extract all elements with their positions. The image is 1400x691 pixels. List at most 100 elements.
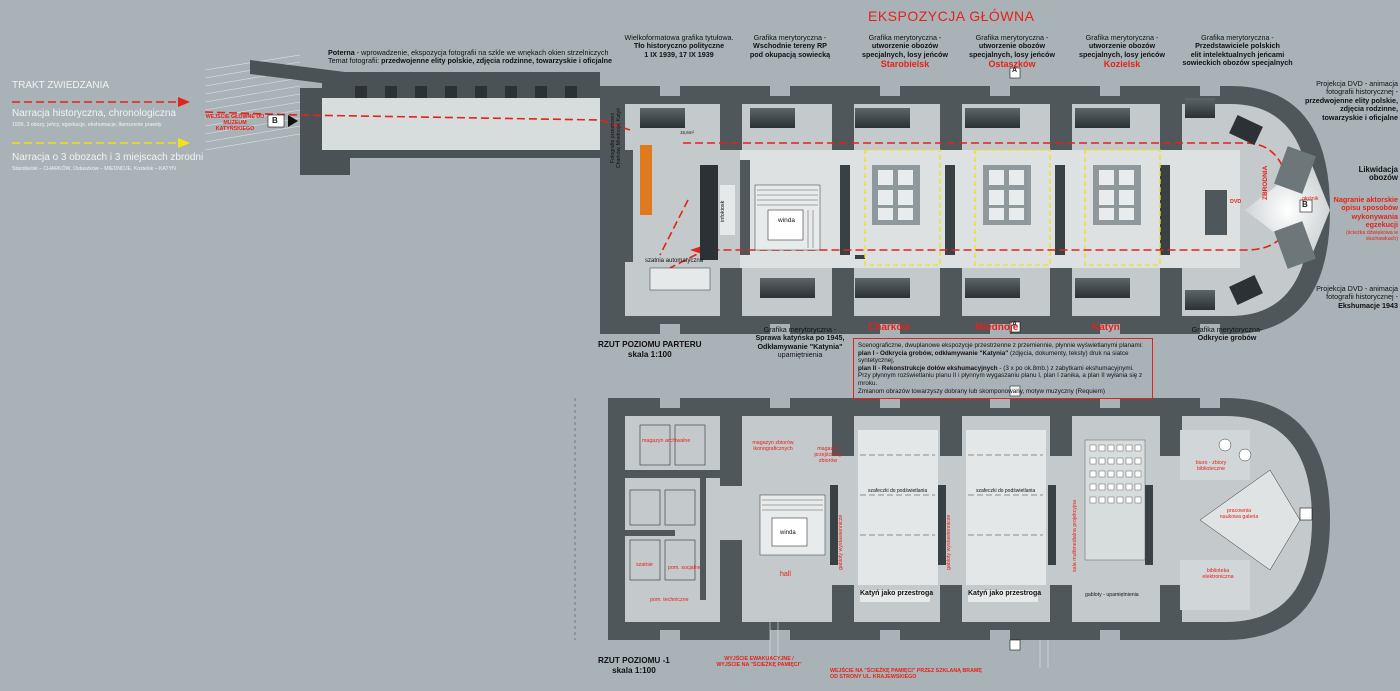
ground-mesh-screens: [840, 165, 1170, 259]
wielko-line-2: Tło historyczno polityczne: [633, 41, 725, 51]
winda-ground: winda: [778, 217, 795, 224]
area-label: 15,6m²: [680, 130, 695, 135]
note-line-5: Zmianom obrazów towarzyszy dobrany lub s…: [858, 387, 1105, 395]
oboz-3-line-1: Grafika merytoryczna -: [1085, 33, 1159, 42]
note-line-3b: - (3 x po ok.8mb.) z zabytkami ekshumacy…: [997, 364, 1134, 372]
nagr-line-2: opisu sposobów: [1341, 203, 1398, 213]
lower-gablota-3: gabloty - upamiętnienia: [1085, 592, 1139, 598]
graf-wsch-line-1: Grafika merytoryczna -: [753, 33, 827, 42]
ground-left-room: [625, 145, 735, 291]
lower-hall: hall: [780, 571, 791, 578]
legend-red-sub: 1939, 3 obozy, jeńcy, egzekucje, ekshuma…: [12, 122, 162, 128]
graf-wsch-line-2: Wschodnie tereny RP: [753, 41, 827, 51]
dvd2-line-3: Ekshumacje 1943: [1338, 300, 1398, 310]
section-mark-a-lower: [1009, 385, 1021, 651]
lower-entrance-line-1: WEJŚCIE NA "ŚCIEŻKĘ PAMIĘCI" PRZEZ SZKLA…: [830, 668, 982, 674]
nagr-line-1: Nagranie aktorskie: [1333, 195, 1398, 204]
odkr-line-1: Grafika merytoryczna-: [1191, 325, 1263, 334]
wielko-label: Wielkoformatowa grafika tytułowa. Tło hi…: [620, 33, 738, 59]
dvd1-line-2: fotografii historycznej -: [1326, 87, 1398, 97]
oboz-1-line-3: specjalnych, losy jeńców: [862, 49, 948, 59]
note-line-2a: plan I - Odkrycia grobów, odkłamywanie "…: [858, 349, 1009, 357]
lower-left-rooms: [629, 424, 706, 581]
lower-pillars: [625, 416, 1182, 622]
lower-katyn-1: Katyń jako przestroga: [860, 590, 934, 597]
lower-exit-line-1: WYJŚCIE EWAKUACYJNE /: [724, 656, 794, 662]
poterna-wall: [300, 72, 600, 170]
foto-label: Fotografie przestrzeni Charków, Miednoje…: [610, 98, 622, 178]
poterna-bold: Poterna: [328, 48, 355, 57]
sprawa-line-2: Sprawa katyńska po 1945,: [755, 333, 845, 343]
przed-line-4: sowieckich obozów specjalnych: [1182, 58, 1293, 68]
exposition-note: Scenograficzne, dwuplanowe ekspozycje pr…: [853, 338, 1153, 400]
lower-szaf-2: szafeczki do podświetlania: [976, 488, 1036, 494]
zbrodnia-label: ZBRODNIA: [1262, 165, 1269, 200]
place-miednoje: Miednoje: [975, 322, 1019, 333]
lower-bay-lines: [860, 454, 1043, 536]
foto-line-2: Charków, Miednoje, Katyń: [616, 107, 622, 169]
lower-biuro: biuro - zbiory biblioteczne: [1195, 460, 1227, 472]
likw-label: Likwidacja obozów: [1340, 165, 1398, 183]
page-title: EKSPOZYCJA GŁÓWNA: [868, 8, 1035, 24]
legend-red-arrow: [178, 97, 190, 107]
przed-label: Grafika merytoryczna - Przedstawiciele p…: [1180, 33, 1295, 68]
infokiosk-label: infokiosk: [720, 200, 726, 222]
dvd1-label: Projekcja DVD - animacja fotografii hist…: [1292, 79, 1398, 122]
place-katyn: Katyń: [1092, 322, 1120, 333]
oboz-1-line-1: Grafika merytoryczna -: [868, 33, 942, 42]
section-mark-b-lower: [1299, 507, 1313, 521]
przed-line-2: Przedstawiciele polskich: [1195, 41, 1280, 51]
poterna-text: - wprowadzenie, ekspozycja fotografii na…: [354, 48, 609, 57]
scale-lower-line-1: RZUT POZIOMU -1: [598, 656, 670, 665]
note-line-1: Scenograficzne, dwuplanowe ekspozycje pr…: [858, 342, 1143, 349]
dvd2-label: Projekcja DVD - animacja fotografii hist…: [1290, 284, 1398, 310]
ground-floor: [204, 60, 1330, 334]
likw-line-1: Likwidacja: [1358, 165, 1398, 174]
scale-lower: RZUT POZIOMU -1 skala 1:100: [598, 656, 670, 676]
poterna-theme: Temat fotografii:: [328, 56, 382, 66]
place-charkow: Charków: [868, 322, 911, 333]
lower-showcases: [830, 485, 1153, 602]
section-a-letter-top: A: [1012, 67, 1018, 74]
camp-starobielsk: Starobielsk: [880, 59, 930, 70]
ground-pillars: [720, 104, 1182, 316]
sprawa-line-1: Grafika merytoryczna -: [763, 325, 837, 334]
scale-ground-line-1: RZUT POZIOMU PARTERU: [598, 340, 702, 349]
dvd1-line-3: przedwojenne elity polskie,: [1304, 95, 1398, 105]
legend-yellow-arrow: [178, 138, 190, 148]
lower-szaf-1: szafeczki do podświetlania: [868, 488, 928, 494]
dvd2-line-1: Projekcja DVD - animacja: [1316, 284, 1398, 293]
sprawa-line-3: Odkłamywanie "Katynia": [757, 341, 843, 351]
dvd2-line-2: fotografii historycznej -: [1326, 292, 1398, 302]
oboz-label-2: Grafika merytoryczna - utworzenie obozów…: [962, 33, 1062, 69]
section-mark-b-ground: [267, 114, 1313, 213]
sprawa-label: Grafika merytoryczna - Sprawa katyńska p…: [740, 325, 860, 360]
ground-staircase: [754, 184, 821, 251]
lower-mag-arch: magazyn archiwalne: [642, 438, 691, 444]
ground-graphic-panels: [640, 98, 1215, 310]
przed-line-1: Grafika merytoryczna -: [1201, 33, 1274, 42]
lower-winda: winda: [780, 530, 796, 536]
lower-gablota-1: gabloty wystawiennicze: [838, 514, 844, 570]
yellow-path: [864, 149, 1161, 266]
oboz-label-3: Grafika merytoryczna - utworzenie obozów…: [1072, 33, 1172, 69]
lower-mag-przej: magazyn przejściowy zbiorów: [814, 446, 842, 464]
lower-zapl-2: pom. socjalne: [668, 565, 701, 571]
nagr-line-3: wykonywania: [1351, 211, 1398, 221]
legend-heading: TRAKT ZWIEDZANIA: [12, 80, 110, 91]
poterna-windows: [355, 86, 577, 98]
dvd1-line-5: towarzyskie i oficjalne: [1322, 112, 1398, 122]
ground-apse: [1205, 115, 1330, 305]
scale-ground-line-2: skala 1:100: [627, 350, 672, 359]
odkr-line-2: Odkrycie grobów: [1197, 333, 1257, 343]
lower-apse: [1180, 430, 1301, 610]
szatnia-label: szatnia automatyczna: [645, 258, 704, 264]
lower-zapl-1: szatnie: [636, 562, 653, 568]
dvd-label: DVD: [1230, 199, 1242, 205]
scale-ground: RZUT POZIOMU PARTERU skala 1:100: [598, 340, 702, 360]
lower-sala: sala multimedialna projekcyjna: [1072, 499, 1078, 572]
odkr-label: Grafika merytoryczna- Odkrycie grobów: [1182, 325, 1272, 343]
legend-lines: [12, 97, 190, 148]
lower-biblio: biblioteka elektroniczna: [1202, 568, 1234, 580]
